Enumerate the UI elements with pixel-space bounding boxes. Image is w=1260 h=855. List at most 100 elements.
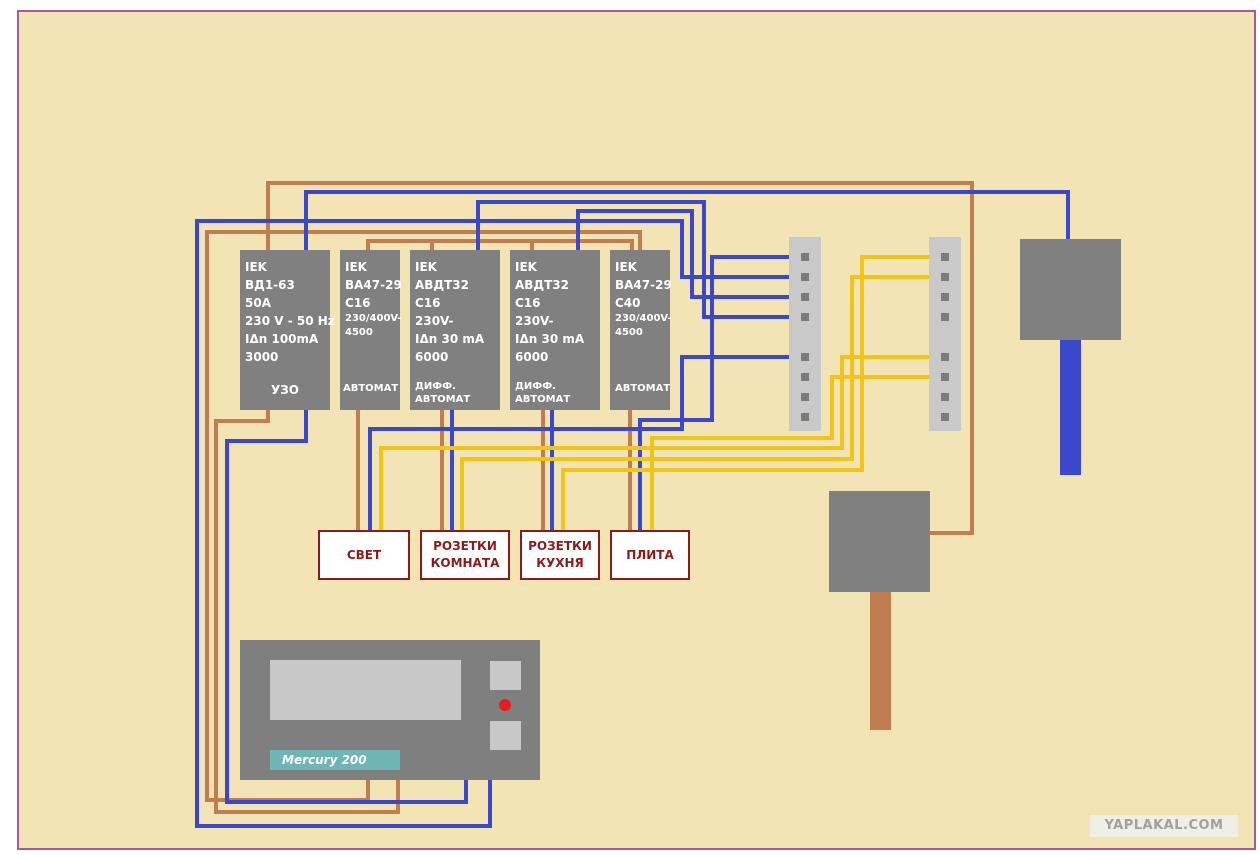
neutral-rod <box>1060 340 1081 475</box>
module-line: 6000 <box>415 350 449 364</box>
module-line: 230/400V- <box>345 313 402 324</box>
terminal-pin <box>801 413 809 421</box>
module-line: 230V- <box>515 314 554 328</box>
module-line: 4500 <box>615 327 643 338</box>
module-type: ДИФФ. АВТОМАТ <box>410 380 500 406</box>
terminal-pin <box>941 393 949 401</box>
neutral-box <box>1020 239 1121 340</box>
module-type-line: УЗО <box>271 383 299 397</box>
breaker-light-module: IEK ВА47-29 C16 230/400V- 4500 АВТОМАТ <box>340 250 402 410</box>
terminal-pin <box>941 273 949 281</box>
module-line: 6000 <box>515 350 549 364</box>
meter-label: Mercury 200 <box>270 750 400 770</box>
module-line: IΔn 100mA <box>245 332 319 346</box>
ground-light <box>561 255 945 530</box>
module-line: ВД1-63 <box>245 278 295 292</box>
neutral-wire-meter-out <box>225 410 468 804</box>
module-type-line: АВТОМАТ <box>415 394 471 405</box>
module-line: ВА47-29 <box>345 278 402 292</box>
module-line: IEK <box>615 260 637 274</box>
module-line: 230V- <box>415 314 454 328</box>
terminal-pin <box>941 413 949 421</box>
load-label: РОЗЕТКИ <box>433 539 497 553</box>
terminal-pin <box>801 393 809 401</box>
module-type-line: ДИФФ. <box>515 381 556 392</box>
module-line: C16 <box>345 296 371 310</box>
breaker-stove-module: IEK ВА47-29 C40 230/400V- 4500 АВТОМАТ <box>610 250 672 410</box>
neutral-wires <box>195 190 1070 828</box>
terminal-pin <box>941 353 949 361</box>
load-stove: ПЛИТА <box>610 530 690 580</box>
terminal-pin <box>941 293 949 301</box>
meter-button-bottom <box>490 721 521 750</box>
rcbo-kitchen-module: IEK АВДТ32 C16 230V- IΔn 30 mA 6000 ДИФФ… <box>510 250 600 410</box>
load-label: КУХНЯ <box>536 556 584 570</box>
load-label: СВЕТ <box>346 547 382 562</box>
terminal-pin <box>801 373 809 381</box>
module-line: IEK <box>415 260 437 274</box>
module-line: IEK <box>345 260 367 274</box>
phase-wire-meter-loop <box>205 230 642 802</box>
terminal-pin <box>801 313 809 321</box>
load-light: СВЕТ <box>318 530 410 580</box>
module-line: 230 V - 50 Hz <box>245 314 335 328</box>
load-label: ПЛИТА <box>626 547 674 562</box>
module-line: 4500 <box>345 327 373 338</box>
electricity-meter: Mercury 200 <box>240 640 540 780</box>
module-type: ДИФФ. АВТОМАТ <box>510 380 600 406</box>
neutral-rcbo-room-in <box>476 200 806 319</box>
phase-bus-a <box>366 239 634 252</box>
rcbo-room-module: IEK АВДТ32 C16 230V- IΔn 30 mA 6000 ДИФФ… <box>410 250 500 410</box>
ground-room <box>460 275 945 530</box>
ground-box <box>829 491 930 592</box>
module-type-line: АВТОМАТ <box>615 383 671 394</box>
neutral-light <box>638 255 806 530</box>
neutral-rcbo-kitchen-in <box>576 209 806 299</box>
module-type-line: АВТОМАТ <box>343 383 399 394</box>
module-line: C16 <box>515 296 541 310</box>
module-line: ВА47-29 <box>615 278 672 292</box>
module-type: УЗО <box>240 384 330 397</box>
module-type: АВТОМАТ <box>610 382 670 395</box>
module-line: АВДТ32 <box>415 278 470 292</box>
meter-led-indicator <box>499 699 511 711</box>
module-line: IΔn 30 mA <box>515 332 585 346</box>
module-type-line: ДИФФ. <box>415 381 456 392</box>
ground-wires <box>379 255 945 530</box>
phase-wire-meter-out <box>214 410 400 814</box>
terminal-pin <box>801 353 809 361</box>
module-line: IΔn 30 mA <box>415 332 485 346</box>
module-line: 3000 <box>245 350 279 364</box>
terminal-pin <box>941 313 949 321</box>
module-line: IEK <box>245 260 267 274</box>
uzo-module: IEK ВД1-63 50A 230 V - 50 Hz IΔn 100mA 3… <box>240 250 335 410</box>
module-line: 50A <box>245 296 271 310</box>
ground-stove <box>650 375 945 530</box>
ground-rod <box>870 590 891 730</box>
terminal-pin <box>941 253 949 261</box>
module-line: 230/400V- <box>615 313 672 324</box>
terminal-pin <box>801 293 809 301</box>
module-line: АВДТ32 <box>515 278 570 292</box>
module-type: АВТОМАТ <box>340 382 400 395</box>
terminal-pin <box>801 253 809 261</box>
load-label: КОМНАТА <box>430 556 500 570</box>
module-line: C16 <box>415 296 441 310</box>
module-line: C40 <box>615 296 641 310</box>
load-room-sockets: РОЗЕТКИ КОМНАТА <box>420 530 510 580</box>
phase-wire-main <box>266 181 974 535</box>
neutral-wire-meter-in <box>195 219 806 828</box>
module-type-line: АВТОМАТ <box>515 394 571 405</box>
neutral-stove <box>368 355 806 530</box>
meter-button-top <box>490 661 521 690</box>
load-kitchen-sockets: РОЗЕТКИ КУХНЯ <box>520 530 600 580</box>
neutral-terminal-bar <box>789 237 821 431</box>
watermark: YAPLAKAL.COM <box>1090 815 1238 837</box>
meter-display <box>270 660 461 720</box>
terminal-pin <box>941 373 949 381</box>
terminal-pin <box>801 273 809 281</box>
ground-kitchen <box>379 355 945 530</box>
load-label: РОЗЕТКИ <box>528 539 592 553</box>
ground-terminal-bar <box>929 237 961 431</box>
